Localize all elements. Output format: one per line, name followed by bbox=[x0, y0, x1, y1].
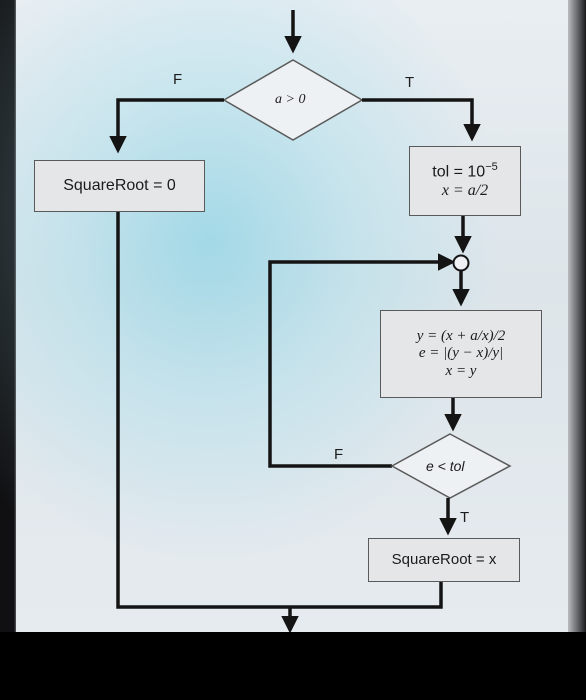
square-root-zero-box: SquareRoot = 0 bbox=[34, 160, 205, 212]
decision-a-true-label: T bbox=[405, 74, 415, 91]
iter-y-line: y = (x + a/x)/2 bbox=[416, 328, 506, 345]
init-box: tol = 10−5 x = a/2 bbox=[409, 146, 521, 216]
init-tol-exponent: −5 bbox=[485, 161, 498, 174]
decision-a-positive-shape bbox=[222, 59, 364, 141]
left-return-line bbox=[116, 212, 443, 609]
false-branch-line bbox=[109, 98, 224, 154]
loop-back-line bbox=[268, 253, 456, 468]
square-root-zero-text: SquareRoot = 0 bbox=[63, 176, 176, 194]
true-branch-line bbox=[362, 98, 481, 142]
photo-bottom-shadow bbox=[0, 632, 586, 700]
decision-e-false-label: F bbox=[334, 446, 344, 463]
iter-e-line: e = |(y − x)/y| bbox=[418, 345, 504, 362]
junction-node bbox=[452, 254, 470, 272]
decision-a-false-label: F bbox=[173, 71, 183, 88]
decision-a-positive-label: a > 0 bbox=[275, 92, 306, 107]
init-x-line: x = a/2 bbox=[441, 182, 489, 200]
decision-e-tol-label: e < tol bbox=[426, 458, 465, 474]
init-tol-line: tol = 10−5 bbox=[432, 161, 497, 182]
decision-e-true-label: T bbox=[460, 509, 470, 526]
square-root-x-text: SquareRoot = x bbox=[391, 551, 497, 569]
iteration-box: y = (x + a/x)/2 e = |(y − x)/y| x = y bbox=[380, 310, 542, 398]
decision-e-tol-shape bbox=[390, 433, 512, 499]
init-tol-text: tol = 10 bbox=[432, 163, 486, 181]
square-root-x-box: SquareRoot = x bbox=[368, 538, 520, 582]
iter-x-line: x = y bbox=[445, 362, 477, 379]
